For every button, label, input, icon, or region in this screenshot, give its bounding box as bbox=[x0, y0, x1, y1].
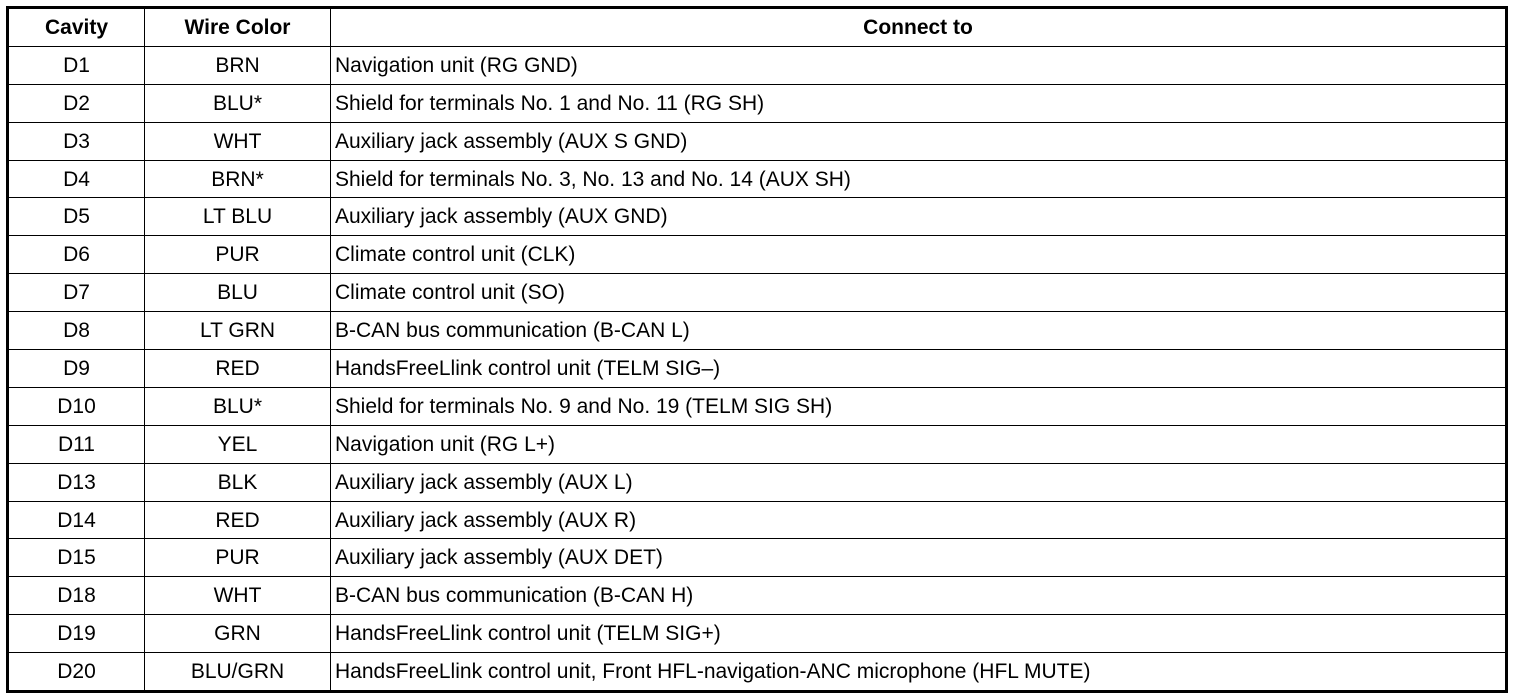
cavity-cell: D11 bbox=[7, 424, 145, 464]
wire-color-cell: BLU bbox=[144, 273, 331, 313]
connect-to-cell: HandsFreeLlink control unit, Front HFL-n… bbox=[330, 652, 1507, 693]
cavity-cell: D8 bbox=[7, 311, 145, 351]
connect-to-cell: Climate control unit (SO) bbox=[330, 273, 1507, 313]
wire-color-cell: BRN* bbox=[144, 159, 331, 199]
cavity-cell: D14 bbox=[7, 500, 145, 540]
wire-color-cell: WHT bbox=[144, 576, 331, 616]
wire-color-cell: YEL bbox=[144, 424, 331, 464]
connect-to-cell: Auxiliary jack assembly (AUX L) bbox=[330, 462, 1507, 502]
connect-to-cell: Shield for terminals No. 1 and No. 11 (R… bbox=[330, 83, 1507, 123]
wire-color-cell: BRN bbox=[144, 45, 331, 85]
cavity-cell: D10 bbox=[7, 386, 145, 426]
wire-color-cell: PUR bbox=[144, 235, 331, 275]
cavity-cell: D6 bbox=[7, 235, 145, 275]
connect-to-cell: B-CAN bus communication (B-CAN H) bbox=[330, 576, 1507, 616]
cavity-cell: D7 bbox=[7, 273, 145, 313]
connect-to-cell: Navigation unit (RG GND) bbox=[330, 45, 1507, 85]
cavity-cell: D13 bbox=[7, 462, 145, 502]
cavity-cell: D2 bbox=[7, 83, 145, 123]
wire-color-cell: LT GRN bbox=[144, 311, 331, 351]
wire-color-cell: BLU/GRN bbox=[144, 652, 331, 693]
wire-color-cell: WHT bbox=[144, 121, 331, 161]
connect-to-cell: Shield for terminals No. 3, No. 13 and N… bbox=[330, 159, 1507, 199]
cavity-cell: D3 bbox=[7, 121, 145, 161]
wire-color-cell: RED bbox=[144, 500, 331, 540]
connect-to-cell: Navigation unit (RG L+) bbox=[330, 424, 1507, 464]
wire-color-cell: BLK bbox=[144, 462, 331, 502]
connect-to-cell: HandsFreeLlink control unit (TELM SIG+) bbox=[330, 614, 1507, 654]
wire-color-cell: PUR bbox=[144, 538, 331, 578]
connect-to-cell: Auxiliary jack assembly (AUX R) bbox=[330, 500, 1507, 540]
cavity-cell: D1 bbox=[7, 45, 145, 85]
connect-to-cell: B-CAN bus communication (B-CAN L) bbox=[330, 311, 1507, 351]
cavity-cell: D9 bbox=[7, 349, 145, 388]
table-header-row: Cavity Wire Color Connect to bbox=[7, 7, 1507, 47]
cavity-cell: D4 bbox=[7, 159, 145, 199]
connect-to-cell: Auxiliary jack assembly (AUX GND) bbox=[330, 197, 1507, 237]
wire-color-cell: GRN bbox=[144, 614, 331, 654]
cavity-cell: D19 bbox=[7, 614, 145, 654]
wire-color-cell: RED bbox=[144, 349, 331, 388]
wire-color-cell: BLU* bbox=[144, 386, 331, 426]
header-wire-color: Wire Color bbox=[144, 7, 331, 47]
cavity-cell: D18 bbox=[7, 576, 145, 616]
connect-to-cell: Auxiliary jack assembly (AUX S GND) bbox=[330, 121, 1507, 161]
header-cavity: Cavity bbox=[7, 7, 145, 47]
wire-color-cell: LT BLU bbox=[144, 197, 331, 237]
wire-color-cell: BLU* bbox=[144, 83, 331, 123]
cavity-cell: D15 bbox=[7, 538, 145, 578]
header-connect-to: Connect to bbox=[330, 7, 1507, 47]
connect-to-cell: Shield for terminals No. 9 and No. 19 (T… bbox=[330, 386, 1507, 426]
connect-to-cell: Auxiliary jack assembly (AUX DET) bbox=[330, 538, 1507, 578]
cavity-cell: D5 bbox=[7, 197, 145, 237]
cavity-cell: D20 bbox=[7, 652, 145, 693]
connect-to-cell: HandsFreeLlink control unit (TELM SIG–) bbox=[330, 349, 1507, 388]
connect-to-cell: Climate control unit (CLK) bbox=[330, 235, 1507, 275]
